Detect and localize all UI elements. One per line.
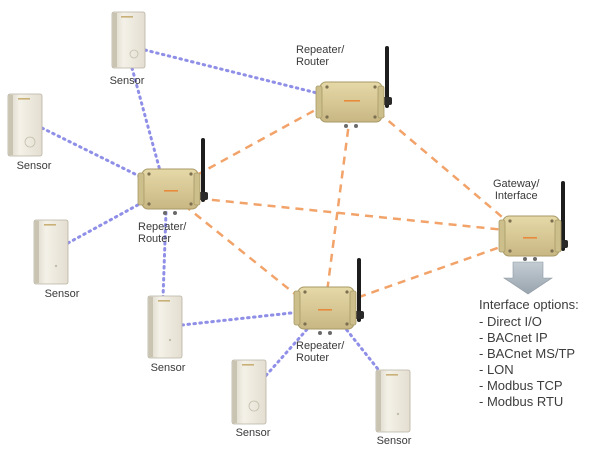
sensor-link: [260, 324, 312, 382]
sensor-link: [161, 210, 168, 300]
down-arrow-icon: [503, 261, 553, 295]
repeater-router-label: Repeater/ Router: [296, 44, 345, 68]
repeater-router-label: Repeater/ Router: [296, 340, 345, 364]
mesh-link: [325, 114, 352, 293]
sensor-link: [130, 66, 164, 180]
sensor-link: [40, 126, 149, 182]
gateway-interface-device: [498, 181, 568, 261]
sensor-link: [180, 310, 302, 327]
interface-option-item: Modbus RTU: [479, 394, 579, 410]
sensor-device: [33, 219, 69, 285]
sensor-links: [40, 48, 387, 382]
interface-option-item: BACnet IP: [479, 330, 579, 346]
interface-option-item: Direct I/O: [479, 314, 579, 330]
sensor-label: Sensor: [150, 362, 186, 374]
sensor-label: Sensor: [16, 160, 52, 172]
antenna-icon: [201, 138, 205, 202]
interface-option-item: Modbus TCP: [479, 378, 579, 394]
interface-options-title: Interface options:: [479, 297, 579, 312]
mesh-link: [344, 243, 507, 304]
mesh-link: [183, 101, 329, 184]
repeater-router-device: [293, 258, 364, 335]
sensor-device: [111, 11, 146, 69]
interface-options-list: Direct I/O BACnet IP BACnet MS/TP LON Mo…: [479, 314, 579, 410]
sensor-link: [66, 198, 149, 245]
sensor-link: [340, 322, 387, 380]
interface-options: Interface options: Direct I/O BACnet IP …: [479, 297, 579, 410]
sensor-label: Sensor: [44, 288, 80, 300]
sensor-device: [231, 359, 267, 425]
mesh-link: [377, 111, 509, 223]
sensor-device: [147, 295, 183, 359]
interface-option-item: LON: [479, 362, 579, 378]
antenna-icon: [357, 258, 361, 322]
mesh-link: [183, 195, 506, 232]
sensor-label: Sensor: [376, 435, 412, 447]
mesh-links: [183, 101, 509, 304]
repeater-router-label: Repeater/ Router: [138, 221, 187, 245]
mesh-link: [183, 204, 301, 299]
sensor-device: [375, 369, 411, 433]
repeater-router-device: [315, 46, 392, 128]
antenna-icon: [385, 46, 389, 108]
interface-option-item: BACnet MS/TP: [479, 346, 579, 362]
sensor-link: [143, 48, 327, 97]
sensor-device: [7, 93, 43, 157]
repeater-router-device: [137, 138, 208, 215]
antenna-icon: [561, 181, 565, 251]
gateway-interface-label: Gateway/ Interface: [493, 178, 540, 202]
sensor-label: Sensor: [235, 427, 271, 439]
sensor-label: Sensor: [109, 75, 145, 87]
